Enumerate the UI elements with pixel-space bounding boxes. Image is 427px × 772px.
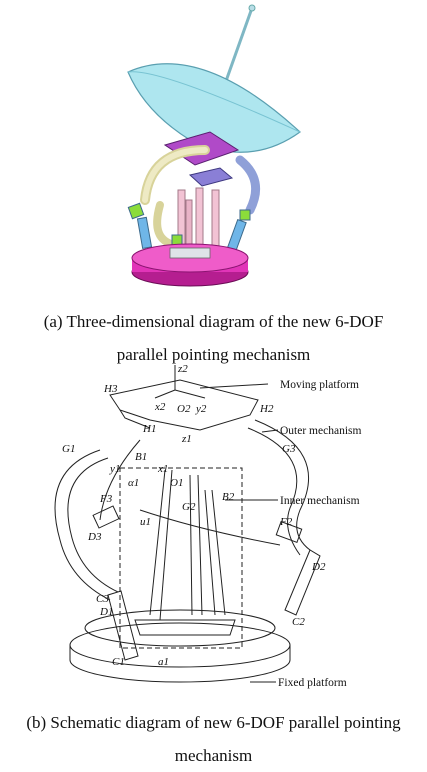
pointing-mechanism-3d-illustration (127, 4, 301, 287)
inner-mechanism-frame (119, 467, 243, 649)
label-H3: H3 (103, 383, 118, 395)
label-D1: D1 (99, 606, 113, 618)
label-C1: C1 (112, 656, 125, 668)
label-G3: G3 (282, 443, 296, 455)
label-F3: F3 (99, 493, 113, 505)
label-F2: F2 (279, 516, 293, 528)
label-H2: H2 (259, 403, 274, 415)
label-x2: x2 (154, 401, 166, 413)
label-x1: x1 (157, 463, 168, 475)
figure-a-caption-line1: (a) Three-dimensional diagram of the new… (43, 312, 384, 331)
fixed-platform-drawing (69, 609, 291, 683)
label-B2: B2 (222, 491, 235, 503)
label-alpha1: α1 (128, 477, 139, 489)
schematic-line-drawing: Moving platform Outer mechanism Inner me… (54, 363, 361, 689)
callout-leaders (199, 383, 279, 683)
label-u1: u1 (140, 516, 151, 528)
figure-b-caption-line1: (b) Schematic diagram of new 6-DOF paral… (26, 713, 401, 732)
label-y2: y2 (195, 403, 207, 415)
label-z2: z2 (177, 363, 188, 375)
label-C2: C2 (292, 616, 305, 628)
figure-b-caption: (b) Schematic diagram of new 6-DOF paral… (0, 706, 427, 772)
figure-b-schematic: Moving platform Outer mechanism Inner me… (0, 360, 427, 705)
callout-outer-mechanism: Outer mechanism (280, 425, 361, 437)
figure-b-caption-line2: mechanism (174, 746, 253, 765)
feed-tip (248, 4, 256, 12)
figure-a-caption-line2: parallel pointing mechanism (116, 345, 311, 364)
callout-fixed-platform: Fixed platform (278, 677, 347, 689)
fixed-base-3d (131, 243, 249, 287)
label-G1: G1 (62, 443, 75, 455)
label-H1: H1 (142, 423, 156, 435)
point-labels: z2 x2 O2 y2 H3 H2 H1 G1 G2 G3 F2 F3 D1 D… (62, 363, 326, 668)
label-O2: O2 (177, 403, 191, 415)
label-D2: D2 (311, 561, 326, 573)
moving-platform-drawing (109, 365, 259, 431)
label-D3: D3 (87, 531, 102, 543)
figure-a-3d-diagram (0, 0, 427, 300)
inner-mechanism-legs-3d (177, 187, 220, 251)
inner-mechanism-legs-drawing (134, 469, 236, 636)
label-a1: a1 (158, 656, 169, 668)
label-O1: O1 (170, 477, 183, 489)
callout-moving-platform: Moving platform (280, 379, 359, 391)
figure-a-caption: (a) Three-dimensional diagram of the new… (0, 305, 427, 371)
callout-inner-mechanism: Inner mechanism (280, 495, 360, 507)
label-G2: G2 (182, 501, 196, 513)
label-z1: z1 (181, 433, 192, 445)
label-y1: y1 (109, 463, 120, 475)
outer-actuators-drawing (92, 505, 321, 661)
label-B1: B1 (135, 451, 147, 463)
outer-mechanism-links-3d (140, 145, 261, 249)
label-C3: C3 (96, 593, 109, 605)
